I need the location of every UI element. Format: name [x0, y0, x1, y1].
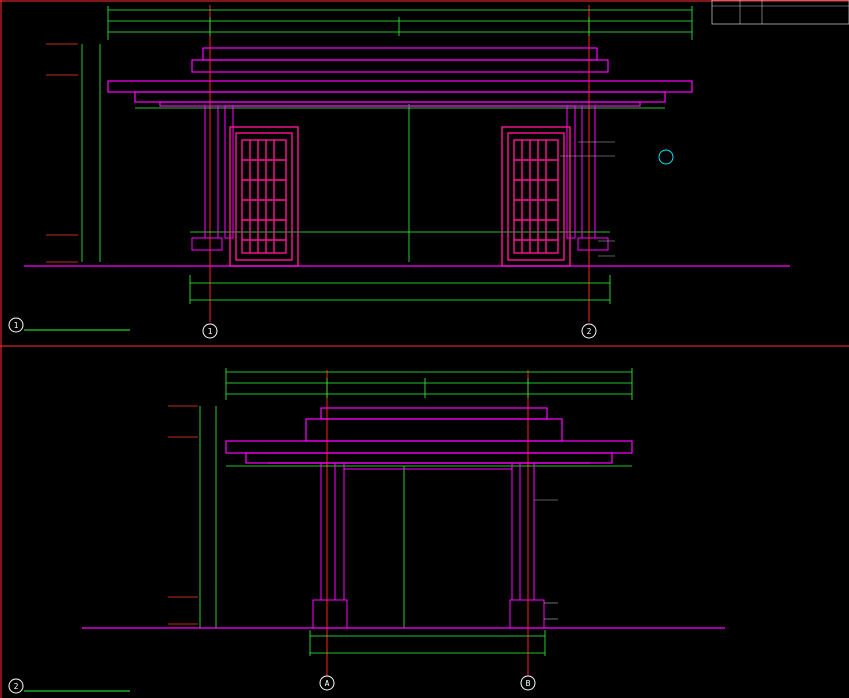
dimension-lines [81, 6, 693, 304]
axis-label: B [526, 679, 531, 688]
roof-structure [107, 47, 693, 107]
axis-lines [326, 370, 529, 676]
roof-structure [225, 407, 633, 464]
axis-label: 2 [587, 327, 592, 336]
title-block [711, 0, 849, 25]
callouts [560, 141, 674, 257]
axis-bubble-2: 2 [581, 323, 597, 339]
dimension-lines [199, 368, 633, 656]
front-elevation: 1 2 1 [8, 5, 790, 339]
level-markers [46, 43, 78, 263]
axis-label: 1 [208, 327, 213, 336]
columns [191, 105, 609, 251]
side-elevation: A B 2 [8, 368, 725, 694]
axis-bubble-b: B [520, 675, 536, 691]
view-title-front: 1 [8, 317, 130, 333]
decorative-panel-right [501, 126, 571, 267]
axis-bubble-a: A [319, 675, 335, 691]
axis-bubble-1: 1 [202, 323, 218, 339]
view-marker: 2 [14, 682, 19, 691]
level-markers [168, 405, 198, 625]
decorative-panel-left [229, 126, 299, 267]
view-title-side: 2 [8, 678, 130, 694]
axis-label: A [325, 679, 330, 688]
callouts [534, 499, 558, 620]
axis-lines [209, 5, 590, 322]
view-marker: 1 [14, 321, 19, 330]
columns [312, 462, 545, 629]
